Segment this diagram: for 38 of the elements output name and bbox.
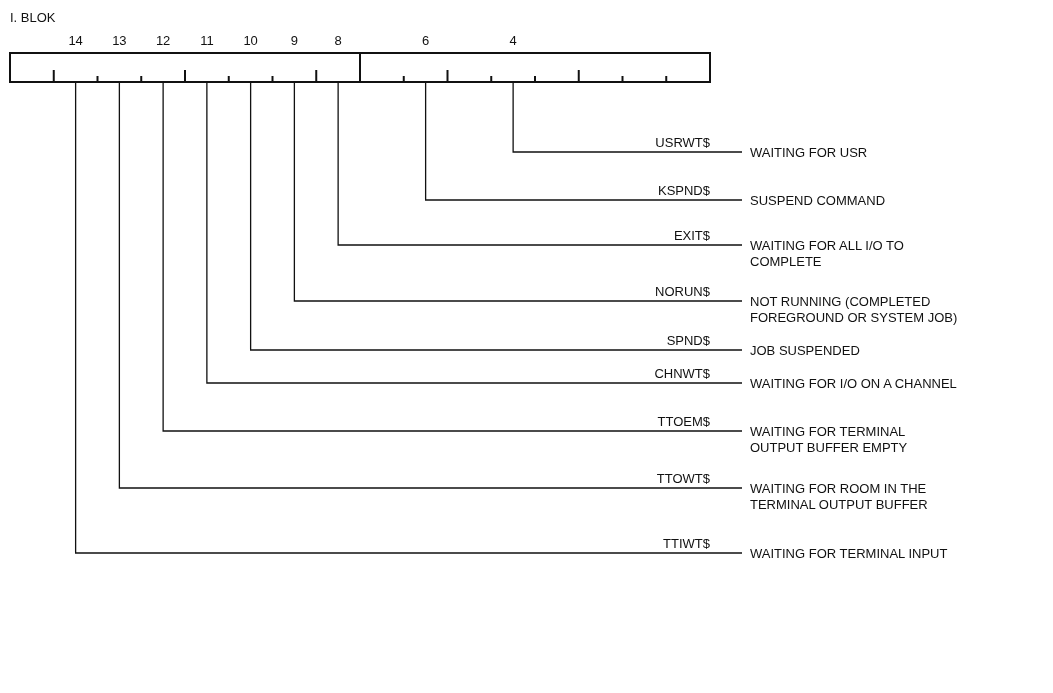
register-box (9, 52, 711, 83)
leader-line (162, 80, 743, 432)
edge-label: TTIWT$ (663, 536, 710, 552)
description-text: WAITING FOR USR (742, 145, 960, 161)
bit-number: 10 (242, 33, 259, 49)
edge-label: KSPND$ (657, 183, 710, 199)
title: I. BLOK (10, 10, 56, 26)
bit-number: 14 (67, 33, 84, 49)
bit-number: 8 (333, 33, 343, 49)
edge-label: USRWT$ (655, 135, 710, 151)
leader-line (74, 80, 743, 554)
edge-label: EXIT$ (673, 228, 710, 244)
bit-number: 12 (154, 33, 172, 49)
leader-line (293, 80, 743, 302)
description-text: WAITING FOR I/O ON A CHANNEL (742, 376, 960, 392)
bit-number: 13 (111, 33, 128, 49)
description-text: WAITING FOR ALL I/O TO COMPLETE (742, 238, 960, 270)
leader-line (512, 80, 743, 153)
bit-number: 11 (199, 33, 215, 49)
description-text: NOT RUNNING (COMPLETED FOREGROUND OR SYSTEM JOB) (742, 294, 960, 326)
edge-label: TTOWT$ (656, 471, 710, 487)
leader-line (425, 80, 743, 201)
bit-number: 9 (289, 33, 299, 49)
bit-number: 4 (508, 33, 518, 49)
edge-label: CHNWT$ (654, 366, 710, 382)
leader-line (118, 80, 743, 489)
edge-label: NORUN$ (655, 284, 710, 300)
edge-label: SPND$ (666, 333, 710, 349)
description-text: WAITING FOR TERMINAL OUTPUT BUFFER EMPTY (742, 424, 960, 456)
description-text: WAITING FOR ROOM IN THE TERMINAL OUTPUT BUFFER (742, 481, 960, 513)
leader-line (206, 80, 743, 384)
edge-label: TTOEM$ (657, 414, 710, 430)
leader-line (250, 80, 743, 351)
bit-number: 6 (421, 33, 431, 49)
leader-line (337, 80, 743, 246)
description-text: SUSPEND COMMAND (742, 193, 960, 209)
description-text: WAITING FOR TERMINAL INPUT (742, 546, 960, 562)
description-text: JOB SUSPENDED (742, 343, 960, 359)
